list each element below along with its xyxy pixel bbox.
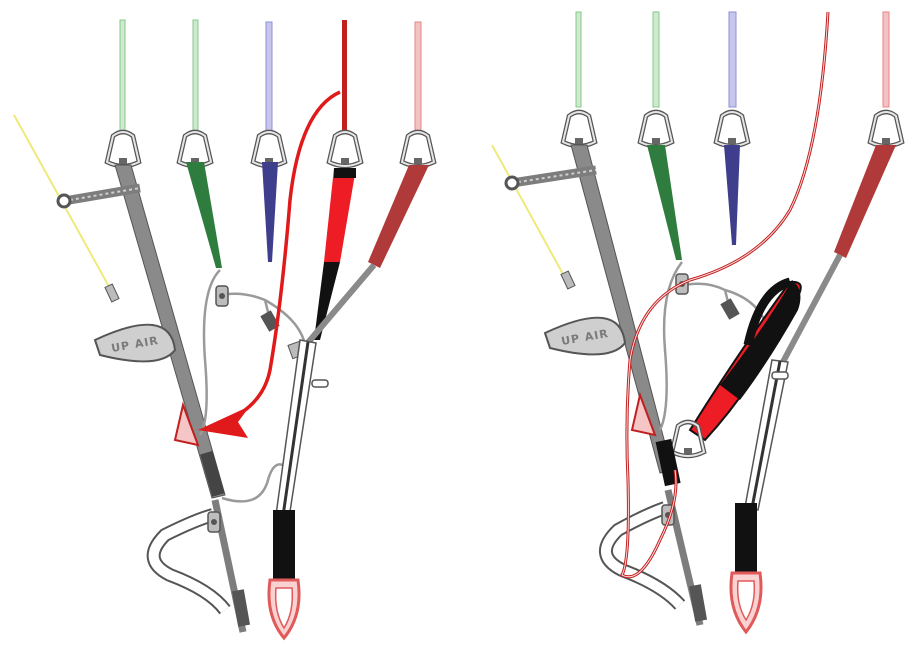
carabiner-icon [563,112,595,146]
a2-line-right [653,12,659,107]
carabiner-icon [672,422,704,456]
b-line-right [729,12,736,107]
c-strap-left [324,168,356,262]
carabiner-icon [402,132,434,166]
a-line-right [576,12,581,107]
panel-before: UP AIR [14,20,434,638]
carabiner-icon [640,112,672,146]
speed-line [492,145,569,285]
carabiner-icon [107,132,139,166]
a2-strap-left [186,162,222,268]
b-strap-right [724,145,740,245]
carabiner-icon [716,112,748,146]
panel-after: UP AIR [492,12,902,632]
pulley-icon [208,512,220,532]
a2-strap-right [647,145,682,260]
c-line-left [342,20,347,132]
d-line-left [415,22,421,132]
d-strap-left [368,165,429,268]
ring-icon [506,177,518,189]
carabiner-icon [870,112,902,146]
pulley-icon [216,286,228,306]
black-sleeve-right [735,503,757,573]
ring-icon [58,195,70,207]
black-sleeve-left [273,510,295,580]
d-strap-right [834,145,896,258]
d-line-right [883,12,889,107]
a-line-left [120,20,198,132]
carabiner-icon [179,132,211,166]
b-strap-left [262,162,278,262]
b-line-left [266,22,272,134]
arrow-icon [215,92,340,425]
carabiner-icon [329,132,361,166]
carabiner-icon [253,132,285,166]
a-riser-right [571,145,672,473]
